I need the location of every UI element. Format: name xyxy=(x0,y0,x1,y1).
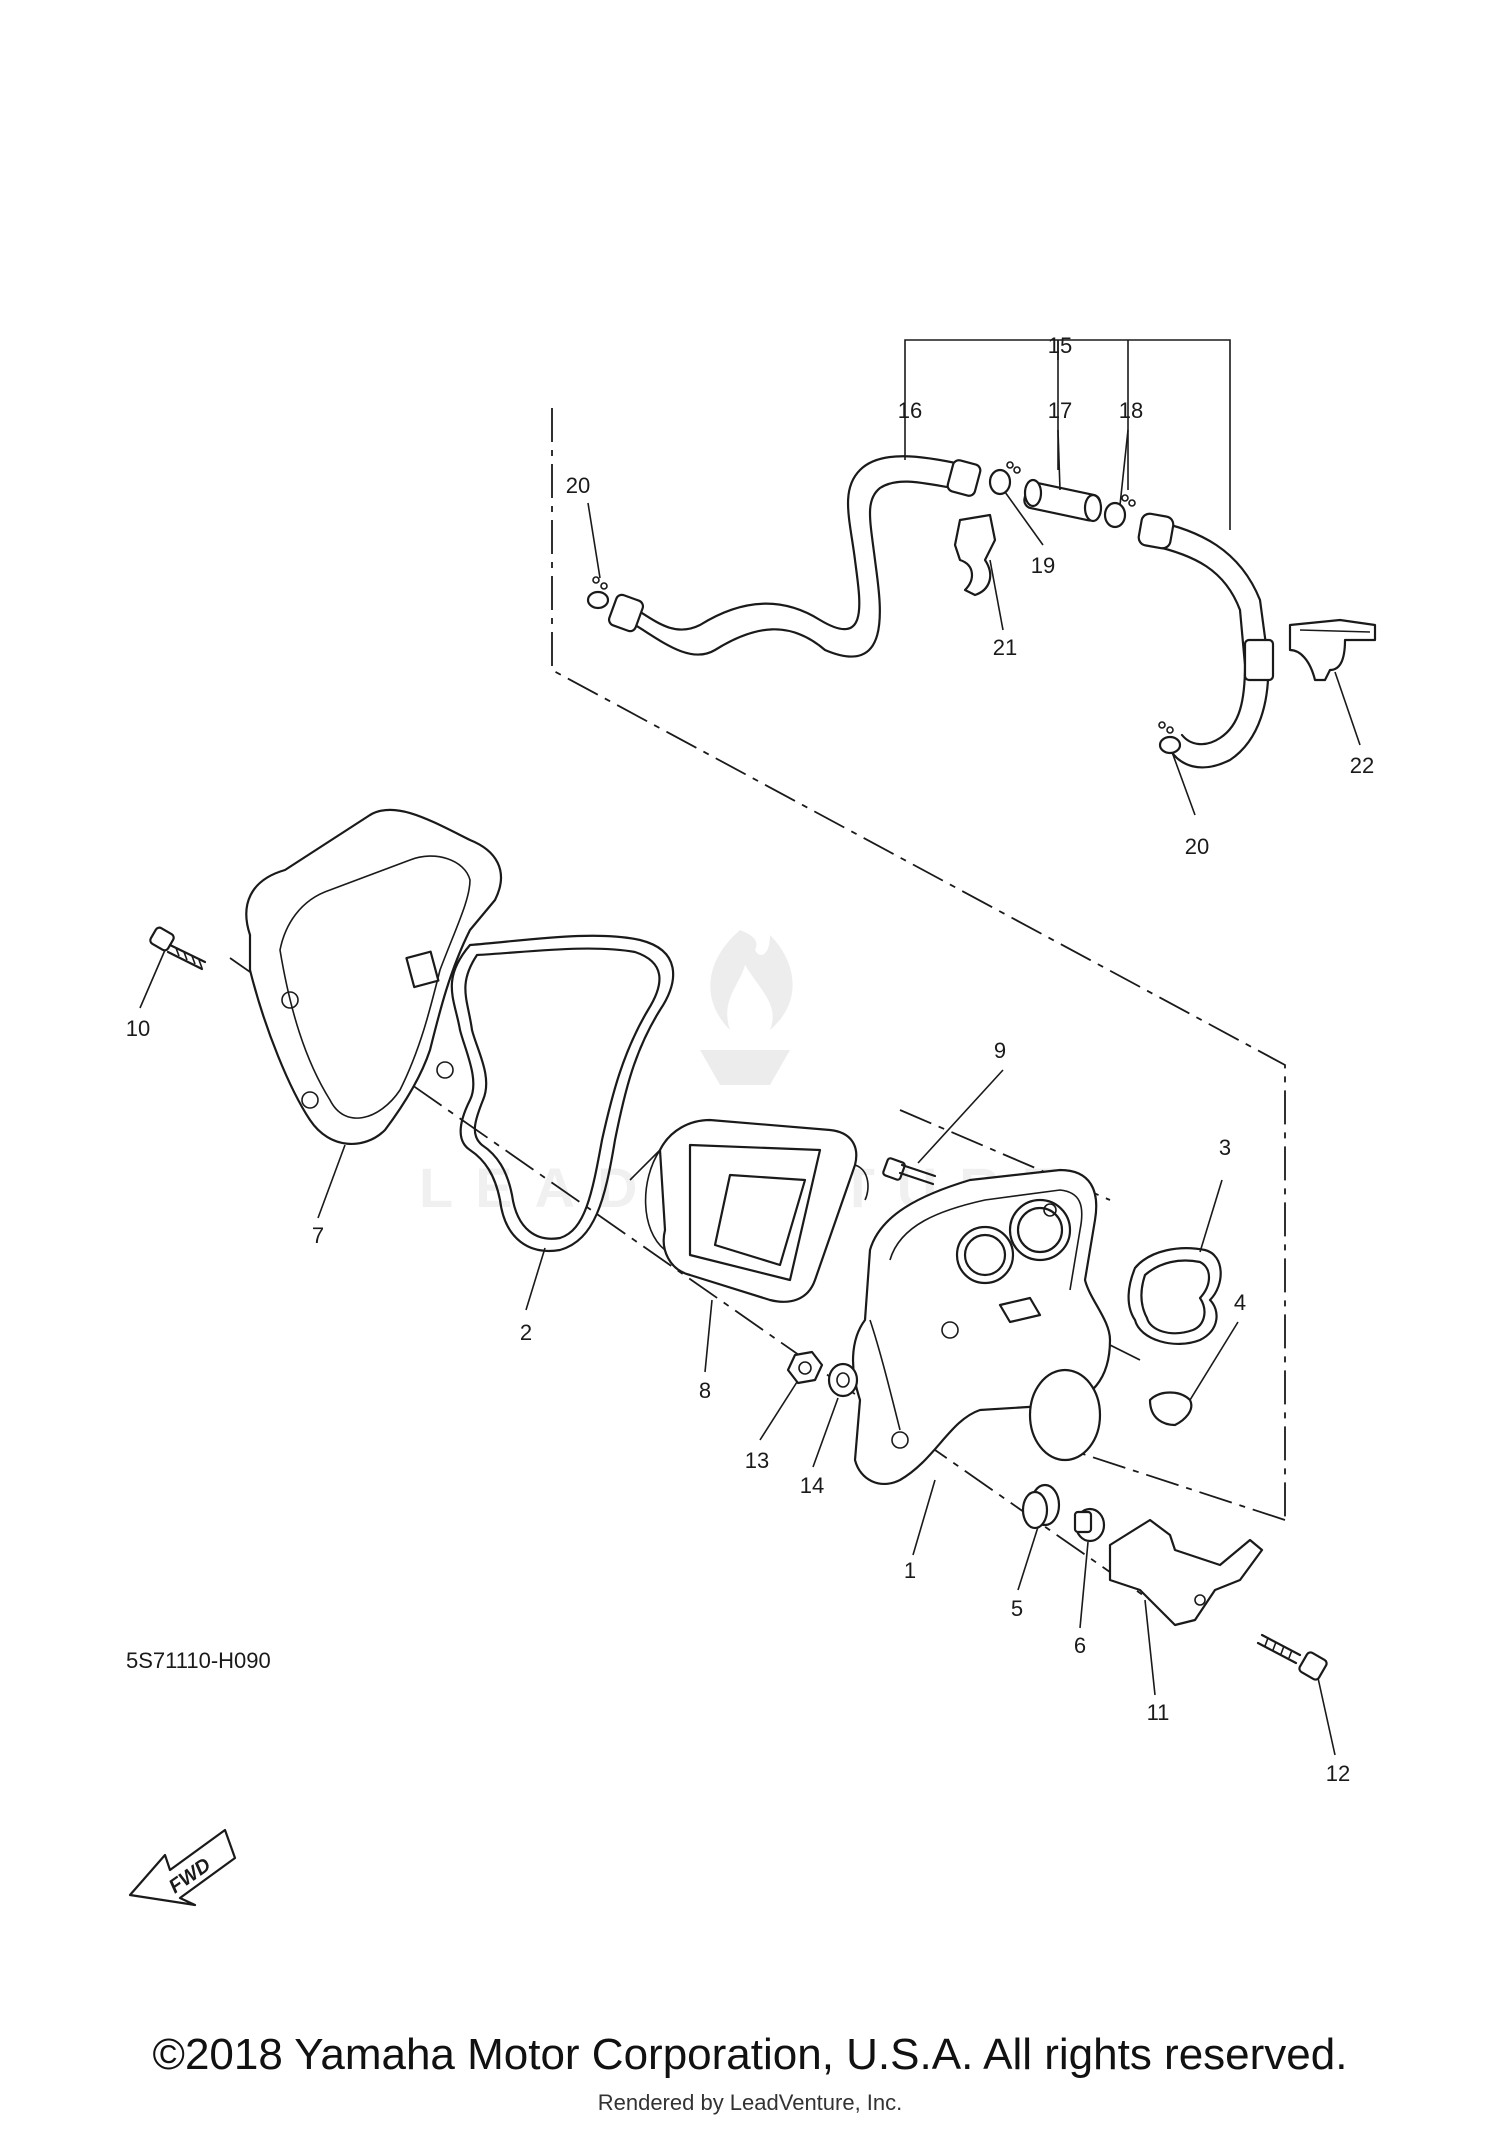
callout-20-upper: 20 xyxy=(566,473,590,498)
part-1-case xyxy=(852,1168,1112,1485)
part-5-grommet xyxy=(1021,1483,1061,1530)
callout-14: 14 xyxy=(800,1473,824,1498)
part-2-gasket xyxy=(450,934,675,1252)
callout-labels: 1 2 3 4 5 6 7 8 9 10 11 12 13 14 15 16 1… xyxy=(126,333,1374,1786)
part-12-bolt xyxy=(1256,1633,1328,1681)
callout-17: 17 xyxy=(1048,398,1072,423)
callout-6: 6 xyxy=(1074,1633,1086,1658)
part-16-hose xyxy=(607,455,982,658)
callout-8: 8 xyxy=(699,1378,711,1403)
part-10-bolt xyxy=(149,926,207,971)
callout-leader-lines xyxy=(139,429,1361,1756)
fwd-arrow-icon: FWD xyxy=(128,1828,237,1907)
part-22-clamp xyxy=(1288,618,1377,682)
part-20-clip-upper xyxy=(586,576,610,610)
callout-15: 15 xyxy=(1048,333,1072,358)
callout-5: 5 xyxy=(1011,1596,1023,1621)
callout-2: 2 xyxy=(520,1320,532,1345)
part-19-clip xyxy=(988,461,1021,496)
callout-9: 9 xyxy=(994,1038,1006,1063)
part-20-clip-lower xyxy=(1158,721,1182,755)
callout-19: 19 xyxy=(1031,553,1055,578)
callout-1: 1 xyxy=(904,1558,916,1583)
part-14-washer xyxy=(827,1362,859,1398)
part-13-nut xyxy=(786,1350,824,1385)
part-21-holder xyxy=(953,513,997,597)
part-9-screw xyxy=(882,1157,937,1186)
part-17-valve xyxy=(1023,478,1103,523)
rendered-by-credit: Rendered by LeadVenture, Inc. xyxy=(597,2090,903,2115)
part-4-seal xyxy=(1148,1391,1193,1427)
callout-3: 3 xyxy=(1219,1135,1231,1160)
part-7-cover xyxy=(245,808,503,1145)
callout-13: 13 xyxy=(745,1448,769,1473)
part-6-collar xyxy=(1073,1507,1106,1543)
callout-21: 21 xyxy=(993,635,1017,660)
watermark-flame-icon xyxy=(700,930,793,1085)
diagram-reference-code: 5S71110-H090 xyxy=(126,1648,271,1673)
copyright-notice: ©2018 Yamaha Motor Corporation, U.S.A. A… xyxy=(152,2030,1348,2079)
callout-16: 16 xyxy=(898,398,922,423)
callout-18: 18 xyxy=(1119,398,1143,423)
part-18-clip xyxy=(1103,494,1136,529)
part-18-hose xyxy=(1137,512,1275,769)
callout-22: 22 xyxy=(1350,753,1374,778)
callout-12: 12 xyxy=(1326,1761,1350,1786)
callout-20-lower: 20 xyxy=(1185,834,1209,859)
callout-7: 7 xyxy=(312,1223,324,1248)
part-3-gasket xyxy=(1127,1247,1222,1345)
part-11-bracket xyxy=(1108,1518,1264,1627)
part-8-element xyxy=(629,1118,869,1303)
callout-11: 11 xyxy=(1147,1700,1170,1725)
callout-4: 4 xyxy=(1234,1290,1246,1315)
callout-10: 10 xyxy=(126,1016,150,1041)
